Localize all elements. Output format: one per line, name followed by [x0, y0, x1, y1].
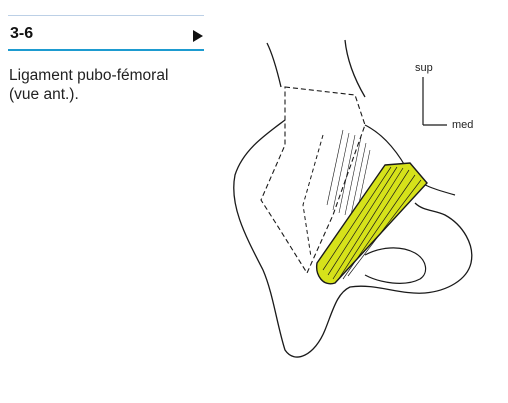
caption-line-1: Ligament pubo-fémoral: [9, 67, 169, 84]
caption-line-2: (vue ant.).: [9, 86, 79, 103]
play-triangle-icon[interactable]: [193, 30, 203, 42]
iliofemoral-ligament-outline: [260, 86, 366, 275]
anatomical-drawing: [233, 39, 473, 358]
obturator-outline: [364, 247, 427, 284]
orientation-sup-label: sup: [415, 62, 433, 74]
figure-header: 3-6: [8, 15, 204, 51]
header-top-rule: [8, 15, 204, 16]
ligament-hatching: [326, 129, 371, 216]
pubofemoral-ligament: [316, 162, 428, 285]
iliofemoral-inner-line: [302, 134, 324, 258]
figure-caption: Ligament pubo-fémoral (vue ant.).: [9, 66, 199, 104]
figure-number: 3-6: [10, 25, 34, 42]
hip-bone-outline: [233, 119, 473, 358]
orientation-axes: [422, 77, 447, 126]
figure-number-row: 3-6: [8, 16, 204, 51]
orientation-med-label: med: [452, 119, 474, 131]
femur-shaft-outline: [266, 39, 366, 98]
